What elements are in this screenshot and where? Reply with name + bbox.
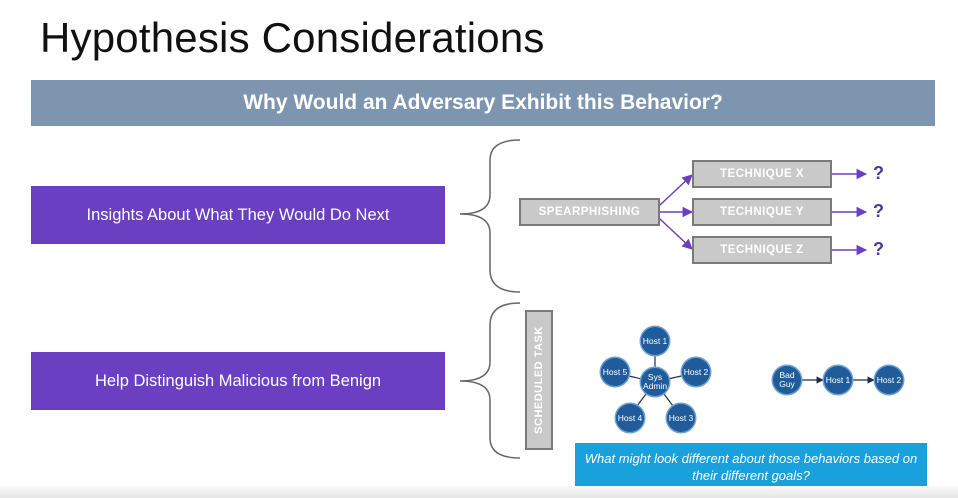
spearphishing-box: Spearphishing [519, 198, 660, 226]
arrow-to-technique-x [659, 174, 693, 206]
node-sys-admin: Sys Admin [641, 368, 669, 396]
chain-node-bad-guy: Bad Guy [773, 366, 801, 394]
distinguish-box: Help Distinguish Malicious from Benign [31, 352, 445, 410]
arrow-to-technique-z [659, 218, 693, 250]
brace-top [459, 139, 521, 293]
scheduled-task-label: Scheduled Task [533, 326, 546, 434]
question-callout: What might look different about those be… [575, 443, 927, 491]
technique-x-box: Technique X [692, 160, 832, 188]
bottom-edge [0, 486, 958, 498]
node-host-1: Host 1 [641, 327, 669, 355]
technique-z-box: Technique Z [692, 236, 832, 264]
slide-title: Hypothesis Considerations [40, 14, 545, 61]
unknown-z: ? [873, 239, 884, 259]
chain-node-host-1: Host 1 [824, 366, 852, 394]
node-host-3: Host 3 [667, 404, 695, 432]
node-host-5: Host 5 [601, 358, 629, 386]
technique-y-box: Technique Y [692, 198, 832, 226]
question-banner: Why Would an Adversary Exhibit this Beha… [31, 80, 935, 126]
unknown-y: ? [873, 201, 884, 221]
unknown-x: ? [873, 163, 884, 183]
node-host-4: Host 4 [616, 404, 644, 432]
chain-node-host-2: Host 2 [875, 366, 903, 394]
scheduled-task-box: Scheduled Task [525, 310, 553, 450]
insights-box: Insights About What They Would Do Next [31, 186, 445, 244]
node-host-2: Host 2 [682, 358, 710, 386]
brace-bottom [459, 302, 521, 459]
